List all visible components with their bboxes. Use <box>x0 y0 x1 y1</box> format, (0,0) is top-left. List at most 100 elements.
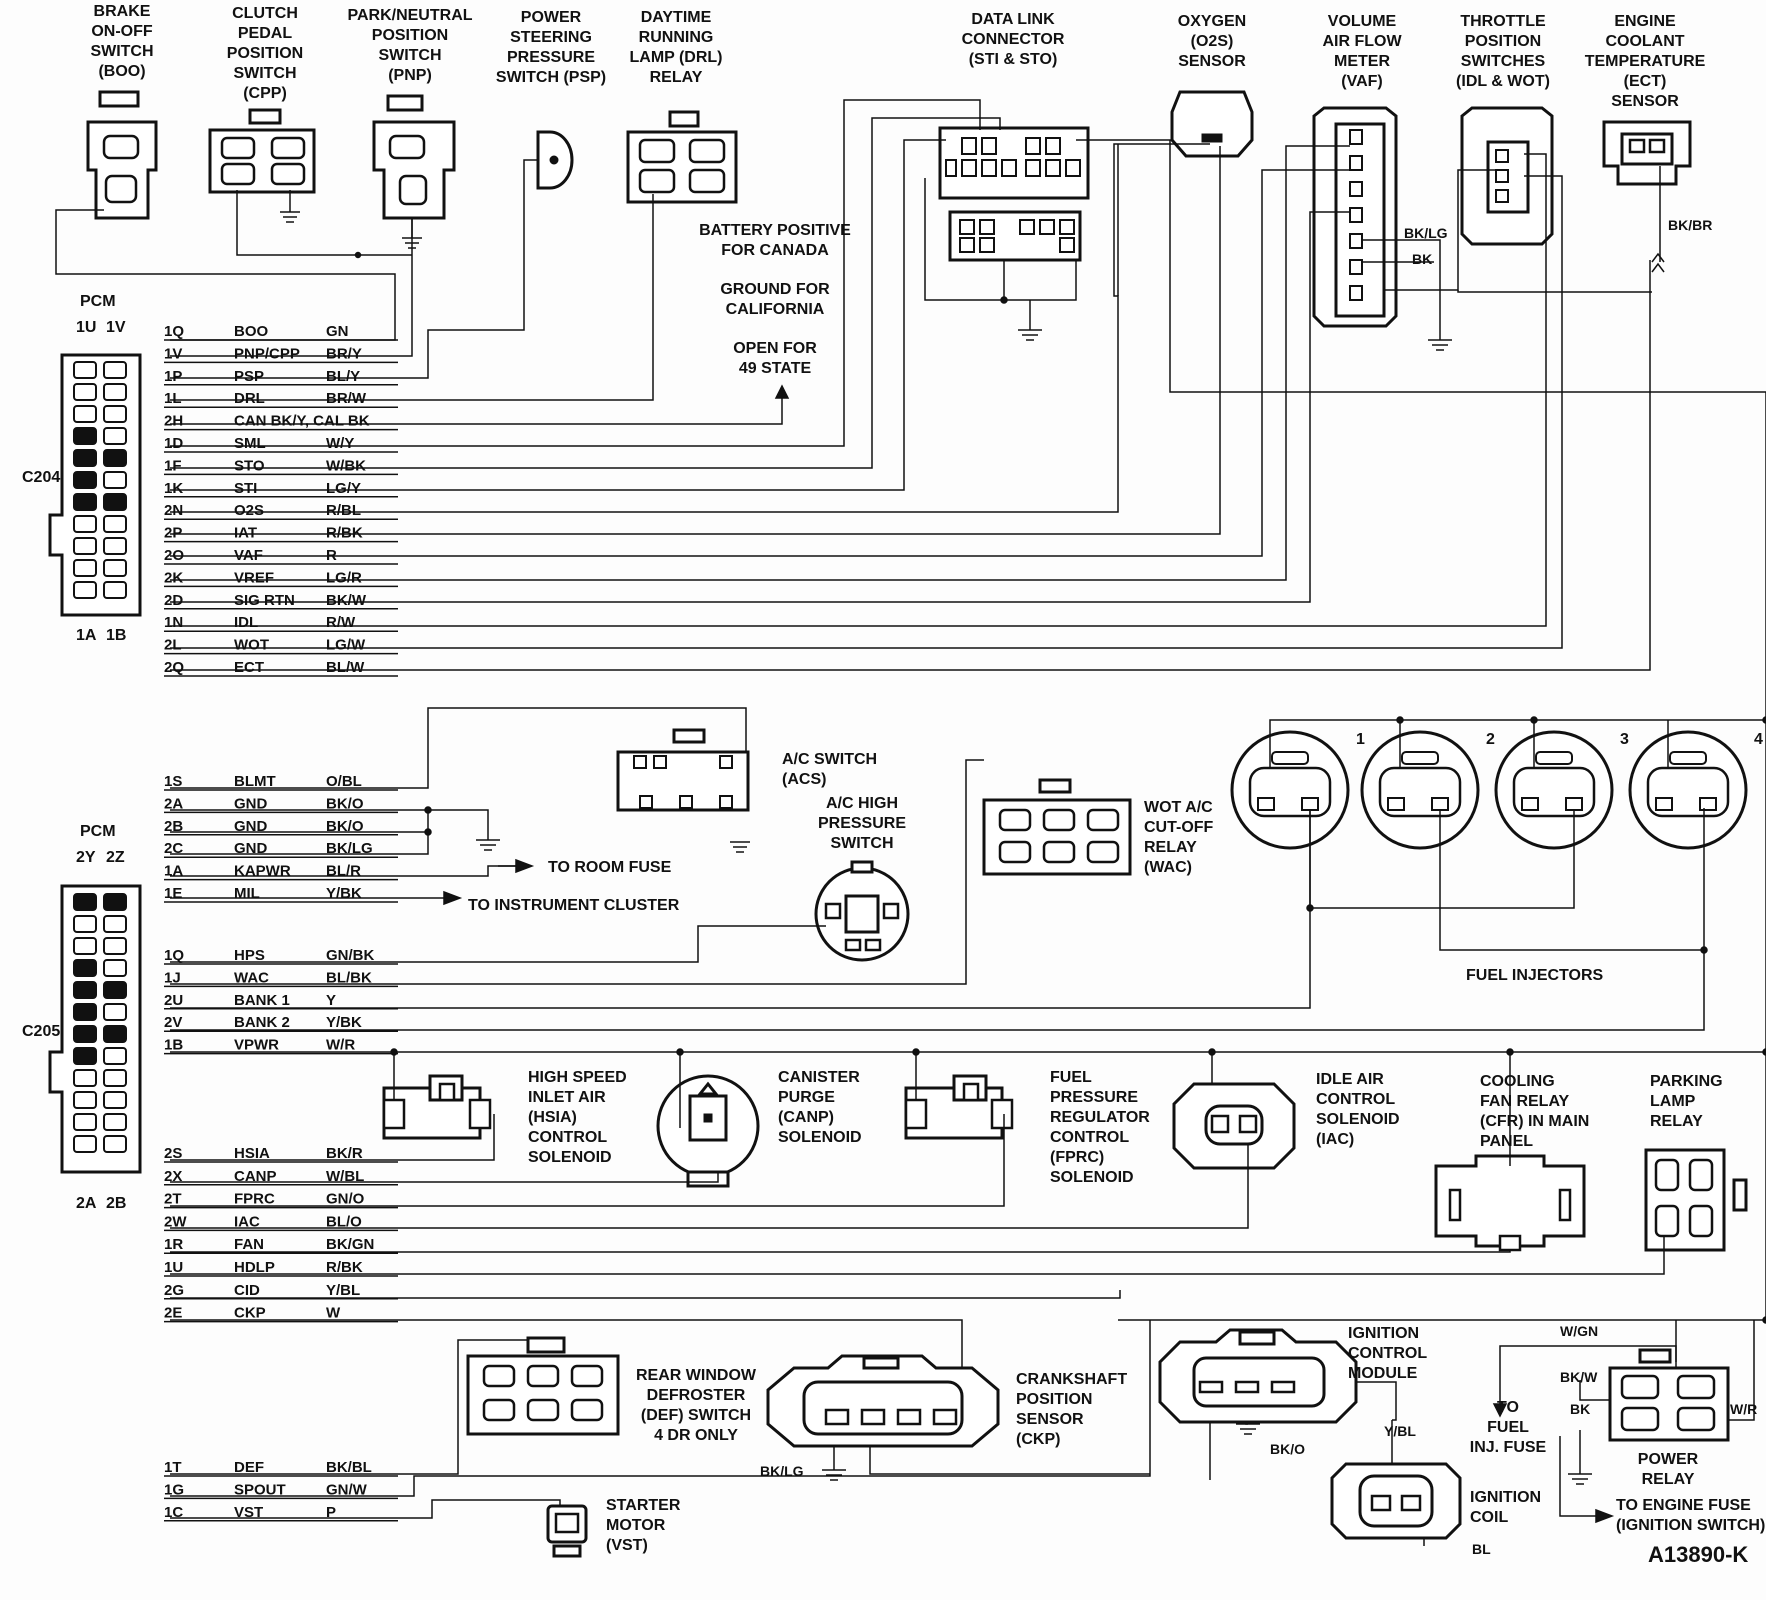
svg-text:SWITCH: SWITCH <box>90 43 153 60</box>
svg-text:PCM: PCM <box>80 293 116 310</box>
svg-text:CUT-OFF: CUT-OFF <box>1144 819 1214 836</box>
svg-text:REAR WINDOW: REAR WINDOW <box>636 1367 757 1384</box>
canp-connector <box>656 1074 760 1188</box>
wac-label: WOT A/C CUT-OFF RELAY (WAC) <box>1144 799 1214 876</box>
svg-text:AIR FLOW: AIR FLOW <box>1322 33 1402 50</box>
fuel-injector: 1 <box>1230 730 1365 850</box>
svg-text:BRAKE: BRAKE <box>94 3 151 20</box>
svg-text:PANEL: PANEL <box>1480 1133 1533 1150</box>
pcm-cavity <box>103 1091 127 1109</box>
svg-text:MOTOR: MOTOR <box>606 1517 666 1534</box>
circuit-name: BANK 1 <box>234 992 290 1009</box>
pcm-cavity <box>103 981 127 999</box>
circuit-name: PSP <box>234 368 264 385</box>
circuit-name: SML <box>234 435 266 452</box>
pcm-cavity <box>73 1069 97 1087</box>
pin-id: 2S <box>164 1145 182 1162</box>
injector-number: 2 <box>1486 731 1495 748</box>
pin-id: 1B <box>164 1037 183 1054</box>
pcm-cavity <box>103 559 127 577</box>
svg-text:RELAY: RELAY <box>1642 1471 1695 1488</box>
svg-text:(CPP): (CPP) <box>243 85 287 102</box>
circuit-name: STI <box>234 480 257 497</box>
pin-id: 1R <box>164 1236 183 1253</box>
svg-text:SENSOR: SENSOR <box>1016 1411 1084 1428</box>
pcm-cavity <box>103 427 127 445</box>
svg-text:POSITION: POSITION <box>372 27 448 44</box>
svg-text:INLET AIR: INLET AIR <box>528 1089 606 1106</box>
pcm-c205-cavities <box>73 893 127 1153</box>
mid-destinations: TO ROOM FUSE TO INSTRUMENT CLUSTER <box>468 859 680 914</box>
svg-text:(FPRC): (FPRC) <box>1050 1149 1104 1166</box>
can-cal-note: BATTERY POSITIVE FOR CANADA GROUND FOR C… <box>699 222 851 377</box>
svg-text:(CANP): (CANP) <box>778 1109 834 1126</box>
def-connector <box>466 1336 620 1436</box>
o2s-label: OXYGEN (O2S) SENSOR <box>1178 13 1246 70</box>
pcm-cavity <box>73 1113 97 1131</box>
svg-text:CONTROL: CONTROL <box>528 1129 607 1146</box>
svg-text:INJ. FUSE: INJ. FUSE <box>1470 1439 1547 1456</box>
hps-label: A/C HIGH PRESSURE SWITCH <box>818 795 906 852</box>
wire-color: GN/W <box>326 1481 368 1498</box>
vst-connector <box>546 1504 588 1558</box>
pin-id: 1Q <box>164 947 184 964</box>
svg-text:FUEL: FUEL <box>1487 1419 1529 1436</box>
svg-text:CRANKSHAFT: CRANKSHAFT <box>1016 1371 1127 1388</box>
plr-label: PARKING LAMP RELAY <box>1650 1073 1723 1130</box>
cpp-connector <box>208 108 316 194</box>
circuit-name: PNP/CPP <box>234 345 300 362</box>
svg-text:LAMP (DRL): LAMP (DRL) <box>629 49 722 66</box>
svg-text:CONTROL: CONTROL <box>1348 1345 1427 1362</box>
svg-text:CANISTER: CANISTER <box>778 1069 860 1086</box>
circuit-name: GND <box>234 818 268 835</box>
circuit-name: CANP <box>234 1168 277 1185</box>
svg-text:RELAY: RELAY <box>650 69 703 86</box>
vst-label: STARTER MOTOR (VST) <box>606 1497 681 1554</box>
svg-text:METER: METER <box>1334 53 1390 70</box>
pin-id: 1F <box>164 457 182 474</box>
pin-id: 1U <box>164 1259 183 1276</box>
pcm-cavity <box>103 1003 127 1021</box>
svg-text:(CFR) IN MAIN: (CFR) IN MAIN <box>1480 1113 1589 1130</box>
wire-color: BK/O <box>326 818 364 835</box>
circuit-name: BLMT <box>234 773 276 790</box>
pcm-cavity <box>73 427 97 445</box>
lower-wire-tags: BK/LG BK/O Y/BL BL W/GN BK/W BK W/R <box>760 1323 1757 1557</box>
wire-color: BL/Y <box>326 368 360 385</box>
wire-color: W/Y <box>326 435 354 452</box>
pin-id: 1L <box>164 390 182 407</box>
circuit-name: IAC <box>234 1213 260 1230</box>
acs-connector <box>616 728 750 812</box>
svg-text:IGNITION: IGNITION <box>1348 1325 1419 1342</box>
svg-text:(HSIA): (HSIA) <box>528 1109 577 1126</box>
wire-color: BR/W <box>326 390 367 407</box>
pin-id: 2L <box>164 637 182 654</box>
svg-text:BK/BR: BK/BR <box>1668 217 1712 233</box>
plr-connector <box>1644 1148 1748 1252</box>
pnp-switch-label: PARK/NEUTRAL POSITION SWITCH (PNP) <box>347 7 472 84</box>
pcm-cavity <box>73 937 97 955</box>
circuit-name: IDL <box>234 614 258 631</box>
pin-id: 1C <box>164 1504 183 1521</box>
pcm-cavity <box>103 1047 127 1065</box>
pcm-cavity <box>73 361 97 379</box>
svg-text:(WAC): (WAC) <box>1144 859 1192 876</box>
hps-connector <box>814 860 910 962</box>
pcm-cavity <box>73 1091 97 1109</box>
svg-text:PURGE: PURGE <box>778 1089 835 1106</box>
svg-text:COIL: COIL <box>1470 1509 1508 1526</box>
ect-label: ENGINE COOLANT TEMPERATURE (ECT) SENSOR <box>1585 13 1706 110</box>
ect-connector <box>1602 120 1692 186</box>
svg-text:SOLENOID: SOLENOID <box>1050 1169 1134 1186</box>
pin-id: 2N <box>164 502 183 519</box>
iac-label: IDLE AIR CONTROL SOLENOID (IAC) <box>1316 1071 1400 1148</box>
